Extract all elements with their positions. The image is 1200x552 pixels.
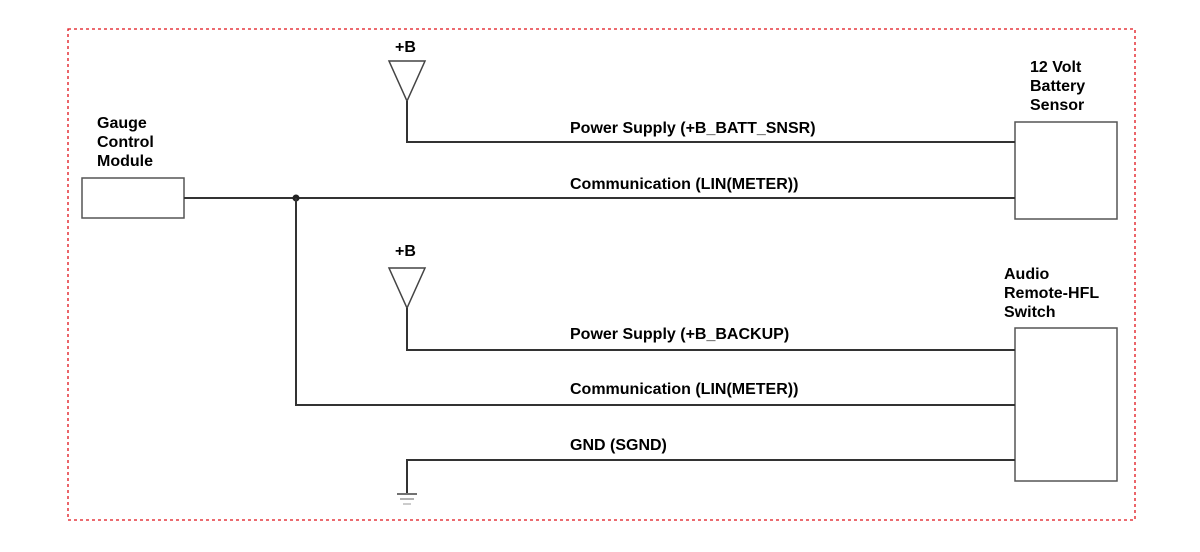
battery-sensor-label-line-1: 12 Volt [1030,59,1082,76]
battery-sensor-label-line-3: Sensor [1030,97,1084,114]
gauge-control-module-label-line-3: Module [97,153,153,170]
gauge-control-module-label-line-2: Control [97,134,154,151]
switch-comm-label: Communication (LIN(METER)) [570,381,798,398]
ground-circuit [397,459,1015,505]
audio-switch-box [1014,327,1118,482]
audio-switch-label-line-1: Audio [1004,266,1050,283]
ground-symbol-icon [397,493,417,505]
top-supply-triangle-icon [387,60,427,103]
batt-comm-label: Communication (LIN(METER)) [570,176,798,193]
batt-power-label: Power Supply (+B_BATT_SNSR) [570,120,816,137]
top-battery-supply: +B [387,39,1015,143]
switch-power-label: Power Supply (+B_BACKUP) [570,326,789,343]
middle-supply-triangle-icon [387,267,427,310]
gauge-control-module: Gauge Control Module [81,115,185,219]
switch-comm-wire [295,198,1015,406]
gnd-label: GND (SGND) [570,437,667,454]
audio-switch-label-line-2: Remote-HFL [1004,285,1099,302]
gauge-control-module-box [81,177,185,219]
battery-sensor-label-line-2: Battery [1030,78,1085,95]
switch-power-wire [406,308,1015,351]
battery-sensor: 12 Volt Battery Sensor [1014,59,1118,220]
diagram-frame [67,28,1136,521]
middle-battery-supply: +B [387,243,1015,351]
top-plus-b-label: +B [395,39,416,56]
batt-power-wire [406,101,1015,143]
middle-plus-b-label: +B [395,243,416,260]
gnd-wire [406,459,1015,493]
gauge-control-module-label-line-1: Gauge [97,115,147,132]
battery-sensor-box [1014,121,1118,220]
audio-switch-label-line-3: Switch [1004,304,1056,321]
audio-remote-switch: Audio Remote-HFL Switch [1004,266,1118,482]
